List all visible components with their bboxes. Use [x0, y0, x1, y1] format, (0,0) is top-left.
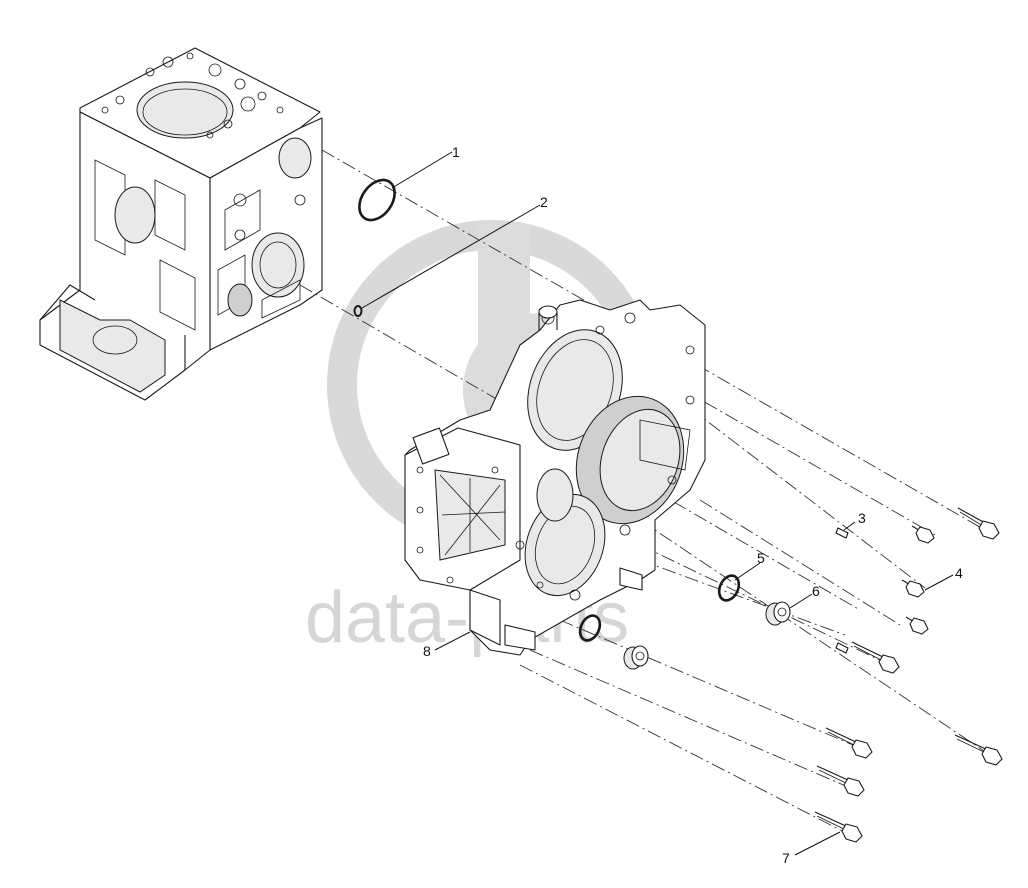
timing-gear-housing [404, 299, 706, 656]
o-ring-large [358, 178, 396, 222]
callout-6: 6 [812, 583, 820, 599]
callout-2: 2 [540, 194, 548, 210]
plug-6 [765, 601, 791, 626]
callout-7: 7 [782, 850, 790, 866]
short-bolt-a [911, 525, 935, 544]
short-bolt-b [901, 579, 925, 598]
long-bolt-4 [825, 727, 873, 759]
plug-lower [623, 645, 649, 670]
o-ring-5 [717, 574, 741, 602]
long-bolt-3 [954, 734, 1003, 766]
leader-lines [361, 151, 954, 856]
dowel-pin-lower [835, 642, 849, 654]
engine-block [39, 47, 323, 401]
o-ring-lower [578, 614, 602, 642]
callout-8: 8 [423, 643, 431, 659]
short-bolt-c [905, 616, 929, 635]
long-bolt-5 [816, 765, 865, 797]
callout-3: 3 [858, 510, 866, 526]
callout-5: 5 [757, 550, 765, 566]
o-ring-small [353, 305, 363, 317]
callout-1: 1 [452, 144, 460, 160]
long-bolt-1 [957, 507, 1000, 540]
callout-4: 4 [955, 565, 963, 581]
dowel-pin-3 [835, 527, 849, 539]
long-bolt-7 [814, 811, 863, 843]
long-bolt-2 [851, 641, 900, 674]
